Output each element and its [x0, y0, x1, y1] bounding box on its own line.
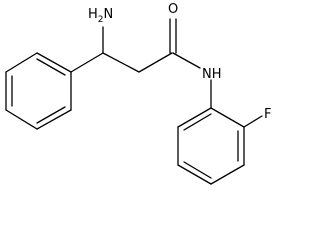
bond-ring2-6	[177, 107, 212, 128]
amine-label: H2N	[88, 7, 113, 25]
bond-ring1-inner-2	[36, 106, 66, 124]
bond-ring2-1	[210, 107, 245, 128]
bond-co-to-nh	[172, 52, 201, 69]
bond-ring1-5	[5, 109, 38, 130]
bond-ring1-4	[36, 109, 72, 130]
bond-ring2-inner-2	[183, 161, 212, 179]
bond-ring2-3	[210, 164, 245, 185]
bond-ring2-inner-3	[183, 113, 212, 131]
amide-nitrogen-label: NH	[202, 67, 222, 82]
bond-ring2-4	[177, 164, 212, 185]
bond-ring1-2	[36, 52, 72, 73]
oxygen-label: O	[168, 2, 178, 17]
bond-ch-to-ch2	[102, 52, 140, 73]
structure-canvas: H2N O NH F	[5, 2, 271, 185]
bond-ring1-inner-1	[36, 58, 66, 76]
molecule-structure: H2N O NH F	[5, 2, 271, 185]
bond-c-to-f	[243, 115, 263, 128]
bond-ring1-1	[5, 52, 38, 73]
bond-ring-to-ch	[70, 52, 104, 73]
bond-ch2-to-co	[138, 52, 173, 73]
fluorine-label: F	[264, 107, 271, 122]
fluorophenyl-ring	[177, 107, 245, 185]
phenyl-ring	[5, 52, 72, 130]
